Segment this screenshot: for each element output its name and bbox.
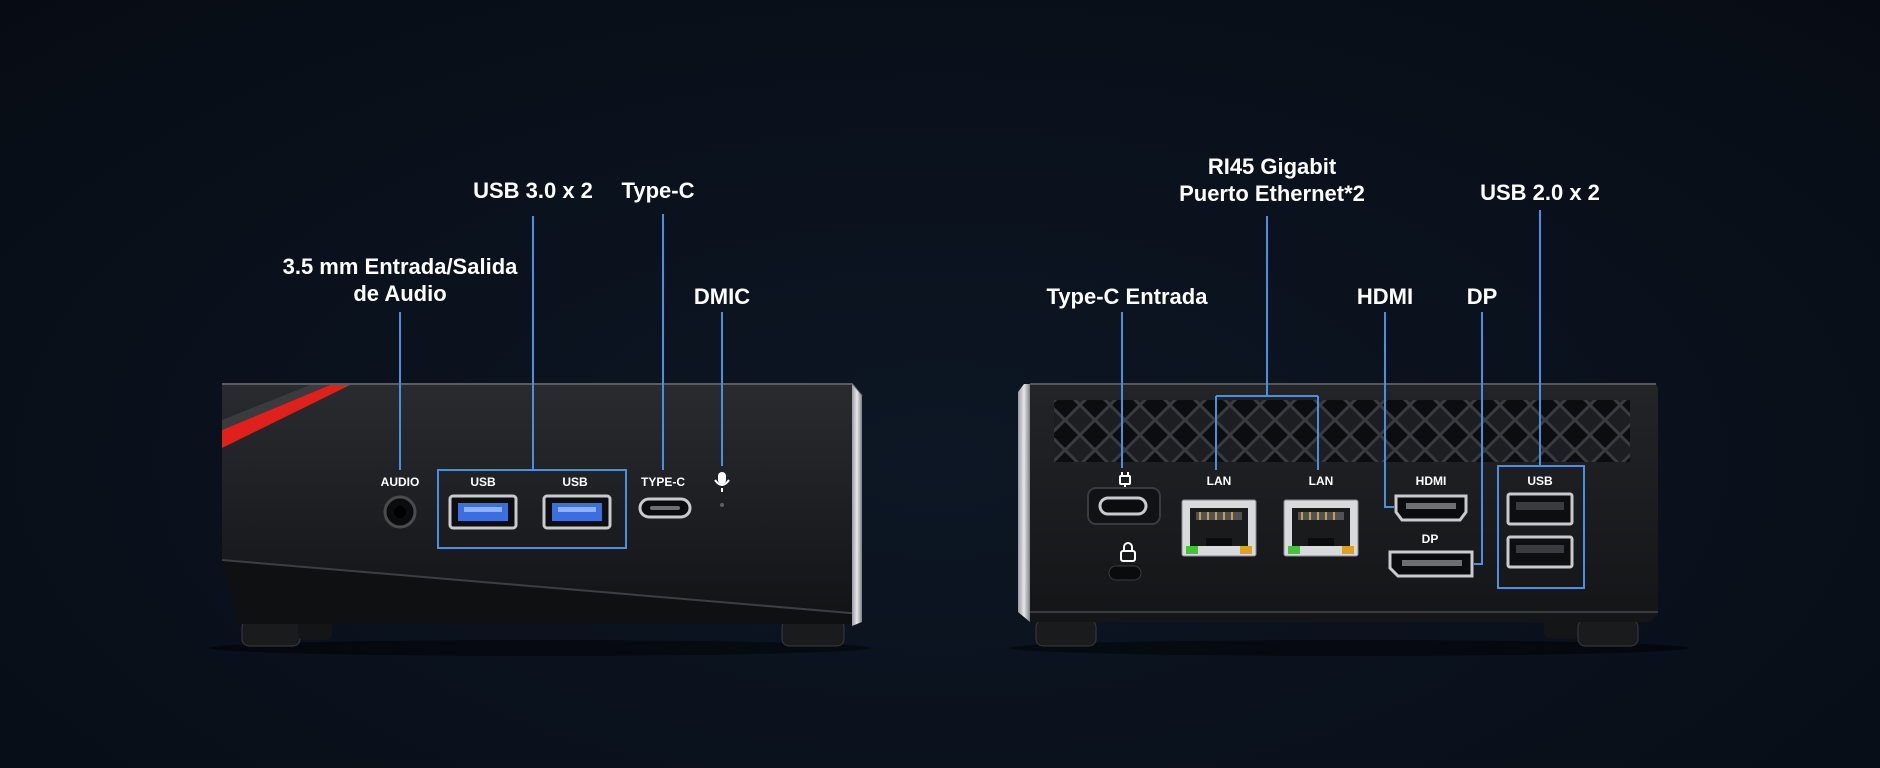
lan-port-2 xyxy=(1283,499,1359,557)
rear-shadow xyxy=(1010,640,1690,656)
mic-icon xyxy=(714,472,730,492)
power-plug-icon xyxy=(1119,472,1131,487)
front-body xyxy=(222,384,862,620)
rear-side-rim xyxy=(1018,384,1030,622)
lan-port-1 xyxy=(1181,499,1257,557)
rear-callout-lines xyxy=(1121,210,1585,589)
port-label-usb-2: USB xyxy=(562,475,588,489)
callout-rj45-line-1: RI45 Gigabit xyxy=(1207,154,1337,179)
port-label-typec: TYPE-C xyxy=(640,475,685,489)
callout-dp: DP xyxy=(1466,284,1498,309)
callout-audio-line-1: 3.5 mm Entrada/Salida xyxy=(282,254,518,279)
port-label-dp: DP xyxy=(1421,532,1439,546)
rear-foot-right xyxy=(1577,619,1639,647)
port-label-lan-1: LAN xyxy=(1206,474,1232,488)
callout-audio: 3.5 mm Entrada/Salida de Audio xyxy=(255,253,545,307)
rear-foot-left xyxy=(1035,619,1097,647)
dmic-hole xyxy=(720,503,724,507)
callout-dmic: DMIC xyxy=(693,284,751,309)
front-red-accent xyxy=(222,385,350,448)
lock-slot xyxy=(1108,565,1142,581)
front-chamfer xyxy=(222,560,862,624)
front-side-rim xyxy=(852,384,862,626)
callout-rj45: RI45 Gigabit Puerto Ethernet*2 xyxy=(1152,153,1392,207)
typec-input-port xyxy=(1098,496,1148,516)
port-label-usb: USB xyxy=(1527,474,1553,488)
front-shadow xyxy=(210,640,870,656)
port-label-lan-2: LAN xyxy=(1308,474,1334,488)
callout-usb3: USB 3.0 x 2 xyxy=(473,178,593,203)
front-device xyxy=(210,214,870,656)
front-foot-left-back xyxy=(298,620,332,640)
rear-device xyxy=(1010,210,1690,656)
port-label-hdmi: HDMI xyxy=(1415,474,1447,488)
port-label-usb-1: USB xyxy=(470,475,496,489)
callout-usb2: USB 2.0 x 2 xyxy=(1480,180,1600,205)
callout-audio-line-2: de Audio xyxy=(353,281,447,306)
vent-grille xyxy=(1054,400,1630,462)
rear-foot-right-back xyxy=(1544,620,1582,638)
lock-icon xyxy=(1120,542,1136,562)
callout-typec-input: Type-C Entrada xyxy=(1046,284,1208,309)
port-label-audio: AUDIO xyxy=(380,475,420,489)
callout-typec: Type-C xyxy=(621,178,695,203)
callout-hdmi: HDMI xyxy=(1356,284,1414,309)
front-callout-lines xyxy=(399,214,723,549)
callout-rj45-line-2: Puerto Ethernet*2 xyxy=(1179,181,1365,206)
